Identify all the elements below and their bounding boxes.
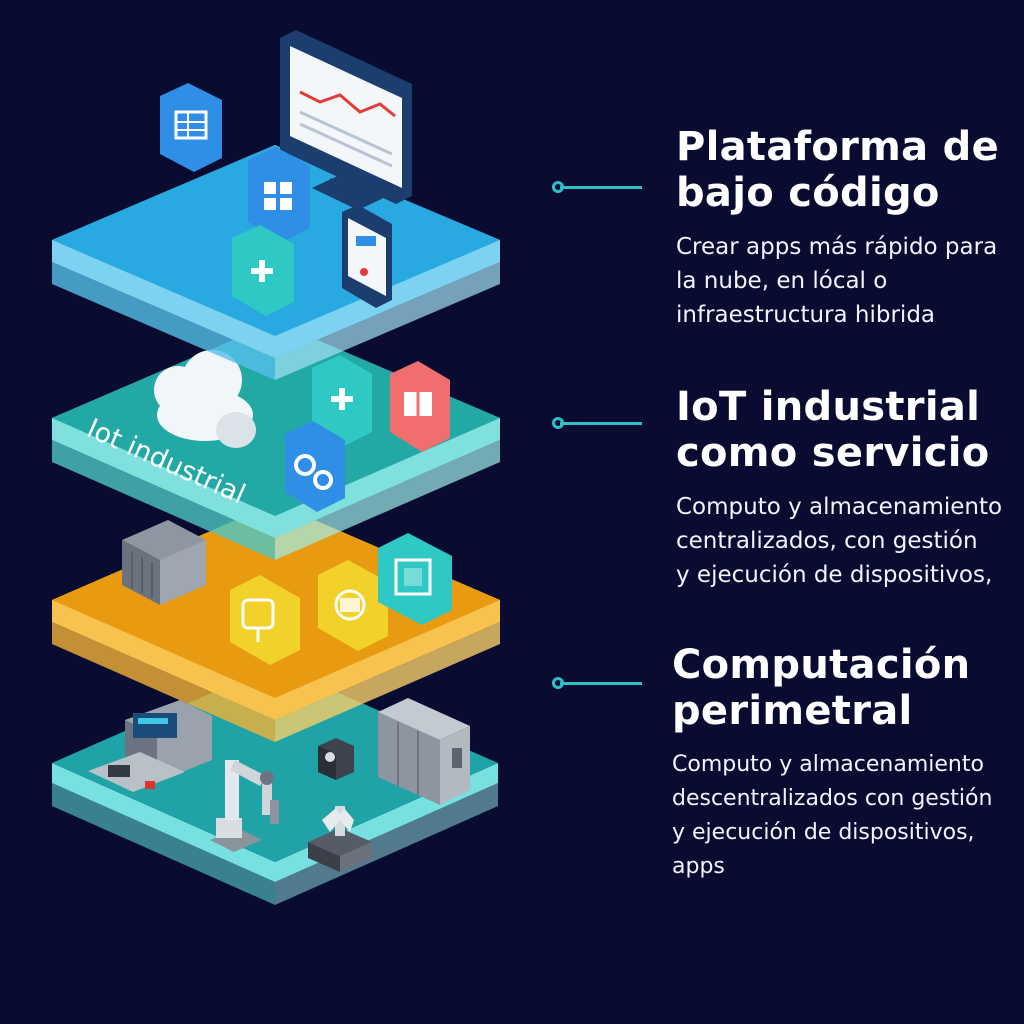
gripper-icon bbox=[308, 806, 372, 872]
router-icon bbox=[318, 560, 388, 651]
robot-arm-icon bbox=[210, 760, 279, 852]
layer-edge-computing bbox=[52, 665, 498, 905]
connector-line bbox=[560, 422, 642, 425]
section-description: Computo y almacenamiento descentralizado… bbox=[672, 752, 993, 879]
grid-icon bbox=[248, 147, 310, 242]
book-icon bbox=[390, 361, 450, 452]
sensor-icon bbox=[318, 738, 354, 780]
section-description: Crear apps más rápido para la nube, en l… bbox=[676, 234, 998, 328]
svg-text:✚: ✚ bbox=[329, 383, 354, 418]
server-cabinet-icon bbox=[378, 698, 470, 805]
table-icon bbox=[160, 83, 222, 172]
connector-line bbox=[560, 186, 642, 189]
mobile-app-icon bbox=[342, 205, 392, 308]
svg-text:✚: ✚ bbox=[249, 255, 274, 290]
monitor-chart-icon bbox=[280, 30, 412, 210]
gears-icon bbox=[285, 421, 345, 512]
puzzle-icon: ✚ bbox=[232, 225, 294, 316]
section-title: IoT industrial como servicio bbox=[676, 384, 990, 476]
layer-iot-industrial: Iot industrial ✚ bbox=[52, 322, 500, 560]
layer-orange bbox=[52, 503, 500, 742]
section-description: Computo y almacenamiento centralizados, … bbox=[676, 494, 1003, 588]
section-iot-service: IoT industrial como servicio Computo y a… bbox=[676, 384, 1002, 592]
section-title: Computación perimetral bbox=[672, 642, 971, 734]
plug-icon bbox=[230, 575, 300, 665]
section-edge-computing: Computación perimetral Computo y almacen… bbox=[672, 642, 992, 884]
server-block-icon bbox=[122, 520, 206, 605]
control-panel-icon bbox=[88, 700, 212, 792]
section-title: Plataforma de bajo código bbox=[676, 124, 1000, 216]
chip-icon bbox=[378, 533, 452, 625]
puzzle-icon: ✚ bbox=[312, 355, 372, 446]
cloud-icon bbox=[154, 350, 256, 448]
connector-line bbox=[560, 682, 642, 685]
section-low-code: Plataforma de bajo código Crear apps más… bbox=[676, 124, 999, 332]
layer-low-code: ✚ bbox=[52, 30, 500, 380]
